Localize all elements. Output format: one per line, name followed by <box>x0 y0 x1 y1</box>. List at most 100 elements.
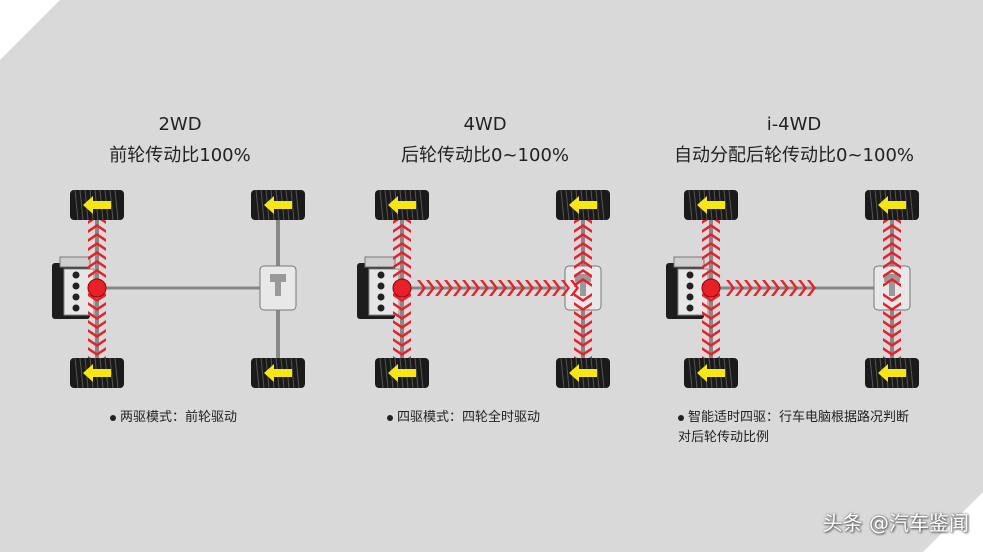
tire-tread <box>74 357 79 389</box>
up-chevron <box>702 233 720 242</box>
bullet-dot <box>110 414 116 421</box>
tire-tread <box>595 189 600 221</box>
up-chevron <box>393 269 411 278</box>
wheel-arrow <box>264 196 292 214</box>
watermark: 头条 @汽车鉴闻 <box>822 511 969 535</box>
engine-head <box>364 256 396 268</box>
corner-decoration-bottom-right <box>923 492 983 552</box>
wheel <box>865 189 919 221</box>
down-chevron <box>574 329 592 338</box>
down-chevron <box>393 320 411 329</box>
tire-tread <box>560 357 565 389</box>
right-chevron <box>462 280 471 296</box>
tire-tread <box>595 357 600 389</box>
panel-2wd: 2WD 前轮传动比100% 两驱模式：前轮驱动 <box>20 0 340 552</box>
up-chevron <box>883 278 901 287</box>
cylinder <box>72 304 80 312</box>
cylinder <box>377 282 385 290</box>
tire-tread <box>904 189 909 221</box>
tire-tread <box>255 357 260 389</box>
tire-tread <box>384 189 389 221</box>
panel-subtitle: 后轮传动比0~100% <box>401 145 569 166</box>
tire-tread <box>384 357 389 389</box>
wheel-arrow <box>388 364 416 382</box>
chevron-column <box>574 293 592 365</box>
down-chevron <box>574 347 592 356</box>
caption-line: 两驱模式：前轮驱动 <box>120 410 238 425</box>
cylinder <box>686 271 694 279</box>
right-chevron <box>444 280 453 296</box>
wheel-arrow <box>569 364 597 382</box>
right-chevron <box>552 280 561 296</box>
down-chevron <box>88 338 106 347</box>
down-chevron <box>702 329 720 338</box>
tire-tread <box>114 189 119 221</box>
wheel <box>684 189 738 221</box>
up-chevron <box>393 260 411 269</box>
up-chevron <box>88 251 106 260</box>
bullet-dot <box>387 414 393 421</box>
tire-tread <box>909 357 914 389</box>
right-chevron <box>543 280 552 296</box>
down-chevron <box>88 320 106 329</box>
up-chevron <box>702 224 720 233</box>
tire-tread <box>728 357 733 389</box>
drivetrain-diagram <box>357 189 610 389</box>
tire-tread <box>419 189 424 221</box>
cylinder <box>72 271 80 279</box>
tire-tread <box>419 357 424 389</box>
cylinder <box>686 282 694 290</box>
tire-tread <box>869 357 874 389</box>
engine-head <box>59 256 91 268</box>
right-chevron <box>744 280 753 296</box>
right-chevron <box>498 280 507 296</box>
wheel-arrow <box>83 196 111 214</box>
down-chevron <box>393 302 411 311</box>
right-chevron <box>570 280 579 296</box>
up-chevron <box>574 233 592 242</box>
tire-tread <box>874 357 879 389</box>
wheel-arrow <box>569 196 597 214</box>
up-chevron <box>883 269 901 278</box>
up-chevron <box>702 251 720 260</box>
panel-subtitle: 自动分配后轮传动比0~100% <box>674 145 914 166</box>
wheel <box>375 357 429 389</box>
down-chevron <box>88 347 106 356</box>
caption-line: 四驱模式：四轮全时驱动 <box>397 410 541 425</box>
up-chevron <box>883 260 901 269</box>
panel-caption: 两驱模式：前轮驱动 <box>110 408 237 428</box>
down-chevron <box>702 311 720 320</box>
cylinder <box>377 304 385 312</box>
right-chevron <box>435 280 444 296</box>
right-chevron <box>507 280 516 296</box>
tire-tread <box>693 357 698 389</box>
down-chevron <box>574 338 592 347</box>
down-chevron <box>574 311 592 320</box>
up-chevron <box>88 224 106 233</box>
up-chevron <box>883 224 901 233</box>
chevron-column <box>88 293 106 365</box>
up-chevron <box>393 224 411 233</box>
up-chevron <box>574 278 592 287</box>
cylinder <box>686 293 694 301</box>
chevron-row <box>726 280 816 296</box>
drivetrain-diagram <box>666 189 919 389</box>
tire-tread <box>600 189 605 221</box>
tire-tread <box>565 357 570 389</box>
rear-differential <box>873 265 911 311</box>
tire-tread <box>379 189 384 221</box>
wheel-arrow <box>83 364 111 382</box>
down-chevron <box>574 320 592 329</box>
tire-tread <box>79 189 84 221</box>
tire-tread <box>728 189 733 221</box>
tire-tread <box>414 189 419 221</box>
front-hub <box>701 278 721 298</box>
up-chevron <box>883 233 901 242</box>
down-chevron <box>702 347 720 356</box>
up-chevron <box>574 224 592 233</box>
wheel <box>70 189 124 221</box>
down-chevron <box>88 302 106 311</box>
differential-gear <box>275 282 281 296</box>
right-chevron <box>480 280 489 296</box>
down-chevron <box>702 320 720 329</box>
